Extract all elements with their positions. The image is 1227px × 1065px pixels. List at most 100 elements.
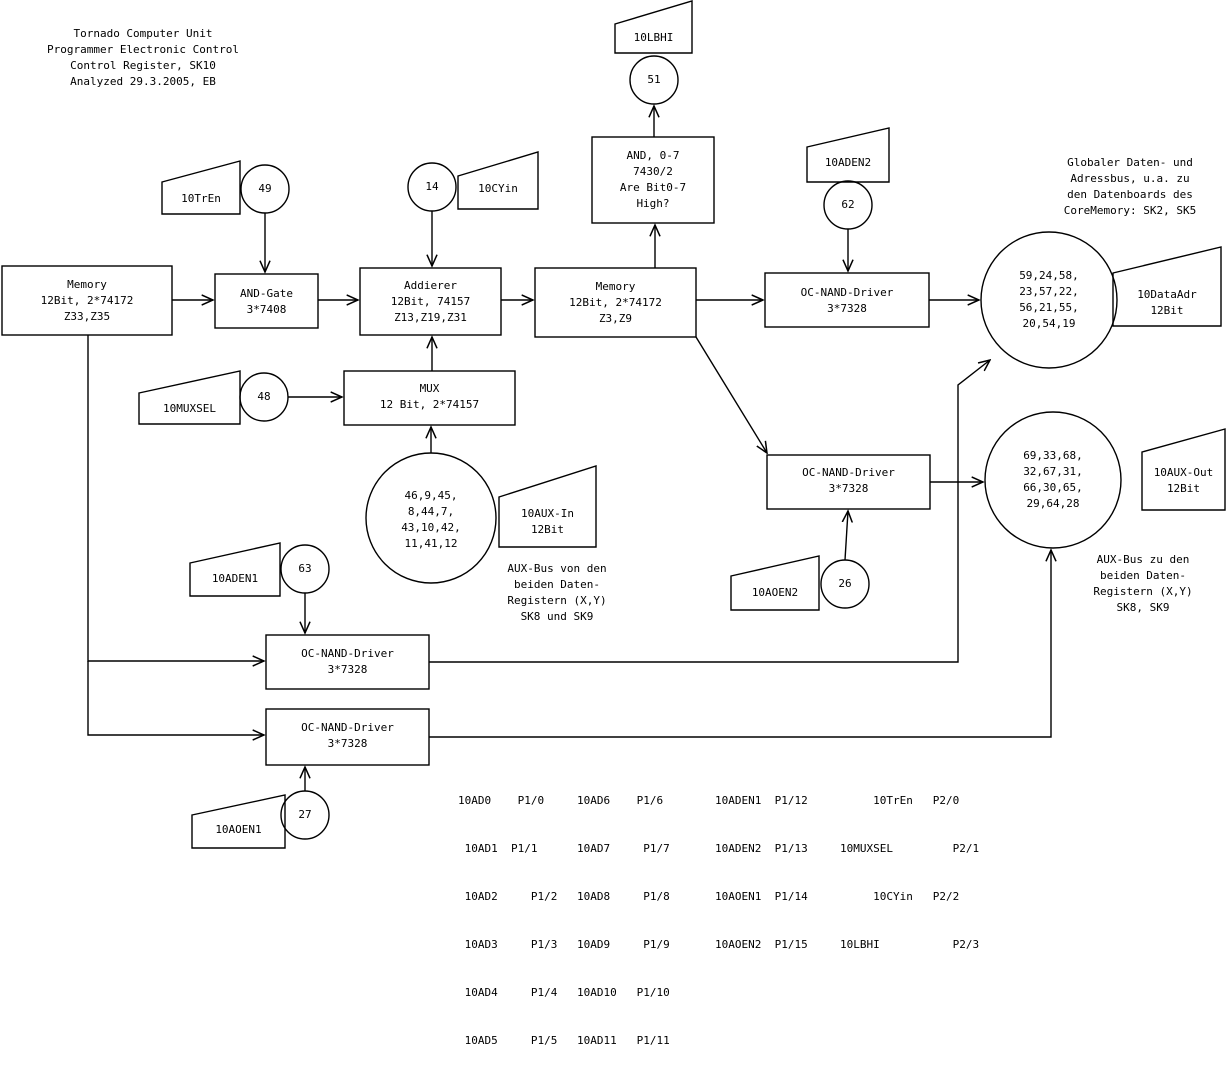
pin-line: 66,30,65, <box>1023 481 1083 494</box>
pin-line: 32,67,31, <box>1023 465 1083 478</box>
circle-51 <box>629 55 679 105</box>
mux-label: MUX 12 Bit, 2*74157 <box>344 381 515 413</box>
addierer-label: Addierer 12Bit, 74157 Z13,Z19,Z31 <box>360 278 501 326</box>
box-line: 12Bit, 2*74172 <box>40 294 134 307</box>
box-line: 3*7328 <box>827 302 867 315</box>
pin-line: 29,64,28 <box>1026 497 1080 510</box>
tag-10aden1 <box>189 542 281 597</box>
note-line: Registern (X,Y) <box>507 594 607 607</box>
box-line: 12 Bit, 2*74157 <box>379 398 480 411</box>
pin-line: 23,57,22, <box>1019 285 1079 298</box>
nand-bl1-label: OC-NAND-Driver 3*7328 <box>266 646 429 678</box>
pin-row: 10AD3 P1/3 <box>458 938 558 951</box>
tag-10aden2 <box>806 127 890 183</box>
tag-10lbhi <box>614 0 693 54</box>
box-line: OC-NAND-Driver <box>802 466 895 479</box>
box-line: Addierer <box>404 279 457 292</box>
note-global-bus: Globaler Daten- und Adressbus, u.a. zu d… <box>1050 155 1210 219</box>
box-and07 <box>591 136 715 224</box>
note-line: beiden Daten- <box>513 578 601 591</box>
circle-14-label: 14 <box>425 180 439 193</box>
note-line: AUX-Bus von den <box>507 562 607 575</box>
tag-10lbhi-label: 10LBHI <box>633 31 674 44</box>
box-line: AND-Gate <box>240 287 293 300</box>
diagram-wiring <box>1 0 1226 849</box>
tag-10muxsel <box>138 370 241 425</box>
box-line: Memory <box>595 280 636 293</box>
and-gate-label: AND-Gate 3*7408 <box>215 286 318 318</box>
tag-10aoen1-label: 10AOEN1 <box>215 823 262 836</box>
pin-row: 10AD10 P1/10 <box>577 986 670 999</box>
pin-row: 10AD4 P1/4 <box>458 986 558 999</box>
tag-10muxsel-label: 10MUXSEL <box>163 402 216 415</box>
tag-10tren-label: 10TrEn <box>181 192 221 205</box>
circle-49-label: 49 <box>258 182 272 195</box>
circle-databus <box>980 231 1118 369</box>
box-line: 12Bit, 2*74172 <box>569 296 662 309</box>
note-line: Registern (X,Y) <box>1093 585 1193 598</box>
databus-pins: 59,24,58, 23,57,22, 56,21,55, 20,54,19 <box>989 268 1109 332</box>
circle-auxout <box>984 411 1122 549</box>
pin-row: 10AD5 P1/5 <box>458 1034 558 1047</box>
tag-10dataadr <box>1112 246 1222 327</box>
tag-10aoen2 <box>730 555 820 611</box>
note-line: beiden Daten- <box>1099 569 1187 582</box>
box-line: OC-NAND-Driver <box>800 286 894 299</box>
pin-row: 10AD9 P1/9 <box>577 938 670 951</box>
note-line: Globaler Daten- und <box>1067 156 1193 169</box>
pin-line: 20,54,19 <box>1022 317 1076 330</box>
auxin-pins: 46,9,45, 8,44,7, 43,10,42, 11,41,12 <box>371 488 491 552</box>
pin-row: 10TrEn P2/0 <box>840 794 960 807</box>
tag-10dataadr-label: 10DataAdr 12Bit <box>1113 287 1221 319</box>
box-memory-mid <box>534 267 697 338</box>
box-line: Memory <box>67 278 107 291</box>
header-line: Analyzed 29.3.2005, EB <box>70 75 216 88</box>
pin-table-col4: 10TrEn P2/0 10MUXSEL P2/1 10CYin P2/2 10… <box>840 761 979 969</box>
pin-line: 56,21,55, <box>1019 301 1079 314</box>
box-line: OC-NAND-Driver <box>301 647 394 660</box>
box-and-gate <box>214 273 319 329</box>
pin-row: 10AD7 P1/7 <box>577 842 670 855</box>
note-line: SK8 und SK9 <box>520 610 594 623</box>
note-aux-in: AUX-Bus von den beiden Daten- Registern … <box>487 561 627 625</box>
pin-row: 10AOEN2 P1/15 <box>715 938 808 951</box>
box-line: Are Bit0-7 <box>619 181 687 194</box>
circle-51-label: 51 <box>647 73 661 86</box>
header-text: Tornado Computer Unit Programmer Electro… <box>30 26 256 90</box>
pin-row: 10ADEN2 P1/13 <box>715 842 808 855</box>
note-aux-out: AUX-Bus zu den beiden Daten- Registern (… <box>1073 552 1213 616</box>
tag-10tren <box>161 160 241 215</box>
box-line: 7430/2 <box>633 165 673 178</box>
box-line: OC-NAND-Driver <box>301 721 394 734</box>
header-line: Programmer Electronic Control <box>46 43 240 56</box>
box-line: 3*7328 <box>327 663 368 676</box>
nand-bl2-label: OC-NAND-Driver 3*7328 <box>266 720 429 752</box>
box-line: AND, 0-7 <box>626 149 680 162</box>
circle-63-label: 63 <box>298 562 312 575</box>
tag-10aden2-label: 10ADEN2 <box>824 156 872 169</box>
tag-10auxout <box>1141 428 1226 511</box>
box-line: 3*7408 <box>246 303 287 316</box>
nand-top-label: OC-NAND-Driver 3*7328 <box>765 285 929 317</box>
pin-row: 10AD11 P1/11 <box>577 1034 670 1047</box>
pin-line: 8,44,7, <box>407 505 455 518</box>
circle-48-label: 48 <box>257 390 271 403</box>
box-line: Z3,Z9 <box>598 312 633 325</box>
box-line: 3*7328 <box>828 482 869 495</box>
tag-10cyin <box>457 151 539 210</box>
memory-left-label: Memory 12Bit, 2*74172 Z33,Z35 <box>2 277 172 325</box>
tag-10aden1-label: 10ADEN1 <box>211 572 259 585</box>
tag-10auxin-label: 10AUX-In 12Bit <box>499 506 596 538</box>
pin-row: 10AD8 P1/8 <box>577 890 670 903</box>
memory-mid-label: Memory 12Bit, 2*74172 Z3,Z9 <box>535 279 696 327</box>
circle-26-label: 26 <box>838 577 852 590</box>
pin-line: 59,24,58, <box>1019 269 1079 282</box>
pin-row: 10AD6 P1/6 <box>577 794 664 807</box>
circle-27-label: 27 <box>298 808 312 821</box>
box-line: MUX <box>419 382 440 395</box>
pin-row: 10LBHI P2/3 <box>840 938 980 951</box>
header-line: Control Register, SK10 <box>70 59 216 72</box>
tag-line: 10AUX-Out <box>1153 466 1214 479</box>
box-line: Z33,Z35 <box>63 310 111 323</box>
tag-line: 10DataAdr <box>1137 288 1197 301</box>
